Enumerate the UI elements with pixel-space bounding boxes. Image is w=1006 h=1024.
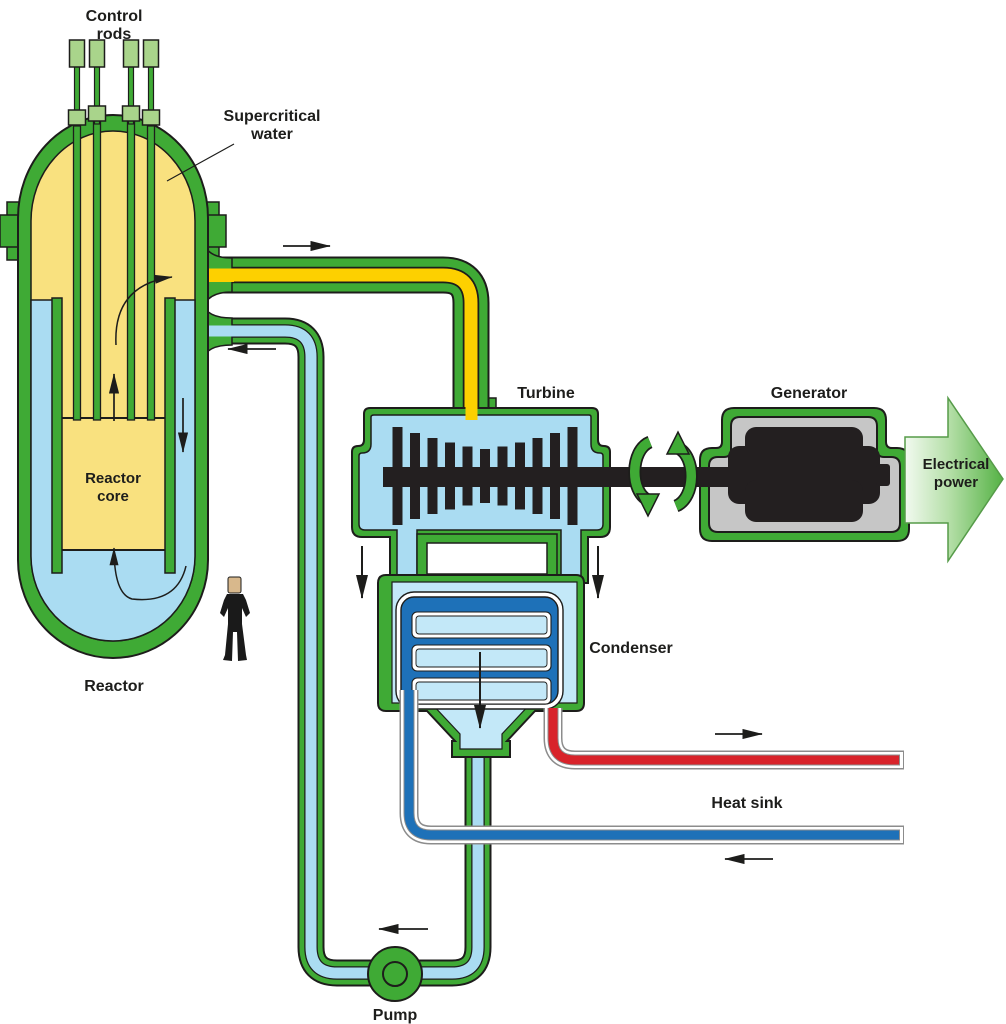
- person-scale-figure: [220, 576, 250, 661]
- cold-water-inlet-pipe: [399, 690, 904, 845]
- hot-water-outlet-pipe: [543, 708, 904, 770]
- reactor-label: Reactor: [84, 678, 144, 695]
- pump: [367, 946, 423, 1002]
- labels: Control rods Supercritical water Turbine…: [84, 8, 847, 1024]
- flow-arrows: [108, 240, 773, 935]
- control-rods: [67, 39, 161, 127]
- shaft-rotation-icon: [628, 430, 698, 518]
- electrical-power-label-line2: power: [934, 474, 978, 491]
- reactor-core-label-line2: core: [97, 488, 129, 505]
- reactor-core-label: Reactor: [85, 470, 141, 487]
- turbine-blades: [392, 427, 578, 525]
- arrow-plenum-curve: [109, 547, 187, 601]
- core-barrel-left: [51, 297, 63, 574]
- heat-sink-label: Heat sink: [711, 795, 782, 812]
- core-barrel-right: [164, 297, 176, 574]
- arrow-outlet-curve: [115, 274, 173, 346]
- electrical-power-arrow: Electrical power: [904, 395, 1004, 564]
- reactor-core-box: [59, 417, 168, 551]
- control-rods-label: Control: [86, 8, 143, 25]
- inlet-core: [198, 325, 234, 337]
- supercritical-water-label: Supercritical: [224, 108, 321, 125]
- steam-inlet-penetration: [465, 407, 478, 420]
- cooling-coil: [395, 591, 564, 710]
- generator-label: Generator: [771, 385, 847, 402]
- supercritical-water-label-line2: water: [250, 126, 293, 143]
- turbine-label: Turbine: [517, 385, 575, 402]
- condenser-label: Condenser: [589, 640, 673, 657]
- hot-leg-pipe: [196, 256, 497, 412]
- control-rods-label-line2: rods: [97, 26, 132, 43]
- generator-rotor: [728, 427, 890, 522]
- pump-label: Pump: [373, 1007, 418, 1024]
- supercritical-water-leader-line: [166, 143, 235, 182]
- electrical-power-label: Electrical: [923, 456, 990, 473]
- reactor-vessel: [0, 39, 234, 659]
- cold-leg-loop-pipe: [196, 317, 492, 987]
